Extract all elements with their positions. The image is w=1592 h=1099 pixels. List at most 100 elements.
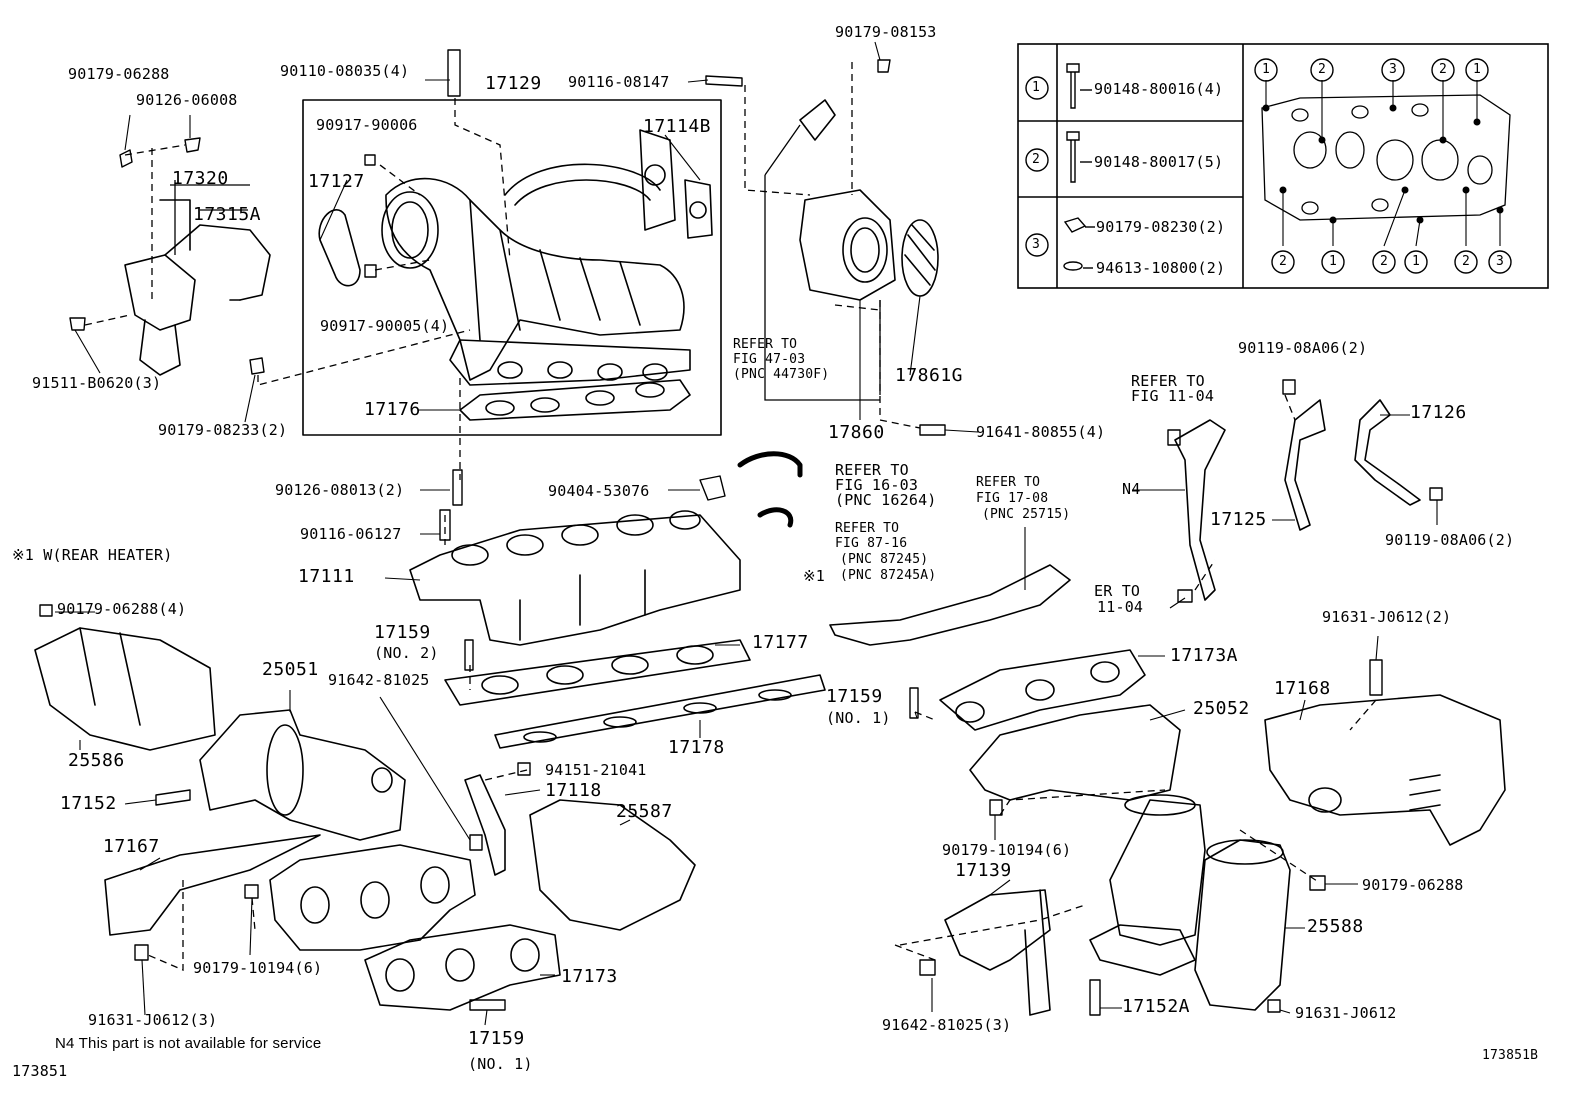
bracket-17125-shape [1284,399,1326,531]
label-17177: 17177 [752,632,809,653]
label-17118: 17118 [545,780,602,801]
label-17125: 17125 [1210,509,1267,530]
pattern-bottom-3: 2 [1380,254,1389,269]
label-17111: 17111 [298,566,355,587]
insulator-17167-shape [104,834,321,936]
throttle-body-shape [799,99,896,301]
legend-mark-1: 1 [1032,80,1041,95]
gasket-17173-shape [364,924,561,1011]
label-90179-08153: 90179-08153 [835,23,937,41]
gasket-17178-shape [494,674,826,749]
pattern-top-4: 2 [1439,62,1448,77]
bracket-17126-shape [1354,399,1421,506]
gasket-17114b-shape [639,129,713,239]
refer-fig11-partial-line2: 11-04 [1097,598,1144,616]
hose-87-16 [757,507,794,528]
pattern-bottom-6: 3 [1496,254,1505,269]
hose-16-03 [737,451,803,478]
label-90119-08a06-top: 90119-08A06(2) [1238,339,1368,357]
refer-fig17-line3: (PNC 25715) [982,507,1071,522]
legend-part-3b: 94613-10800(2) [1096,259,1226,277]
lower-intake-17111-shape [409,510,741,646]
refer-fig87-line2: FIG 87-16 [835,536,908,551]
label-91511-b0620: 91511-B0620(3) [32,374,162,392]
label-17159-no2-sub: (NO. 2) [374,644,439,662]
label-17159-no1-right: 17159 [826,686,883,707]
gasket-17173a-shape [939,649,1146,731]
exhaust-manifold-left-shape [269,844,476,951]
gasket-17127-shape [318,209,361,287]
refer-fig16-line2: FIG 16-03 [835,476,919,494]
label-17173a: 17173A [1170,645,1239,666]
label-17126: 17126 [1410,402,1467,423]
pattern-top-3: 3 [1389,62,1398,77]
legend-part-3a: 90179-08230(2) [1096,218,1226,236]
refer-fig11-line2: FIG 11-04 [1131,387,1215,405]
label-n4: N4 [1122,480,1141,498]
figure-id-left: 173851 [12,1062,68,1080]
insulator-25587-shape [529,799,696,931]
rear-heater-note: ※1 W(REAR HEATER) [12,546,173,564]
bolt-pattern-leaders [1265,80,1501,247]
insulator-17139-shape [944,889,1051,971]
label-90917-90005: 90917-90005(4) [320,317,450,335]
figure-id-right: 173851B [1482,1048,1539,1063]
label-90116-06127: 90116-06127 [300,525,402,543]
gasket-17177-shape [444,639,751,706]
gasket-17861g-shape [901,219,939,297]
refer-fig17-line1: REFER TO [976,475,1041,490]
fastener-shapes [39,49,1443,1016]
refer-fig16-line1: REFER TO [835,461,909,479]
label-90917-90006: 90917-90006 [316,116,418,134]
label-90110-08035: 90110-08035(4) [280,62,410,80]
label-91631-j0612-3: 91631-J0612(3) [88,1011,218,1029]
gasket-17176-shape [459,379,691,421]
converter-25588-shape [1194,839,1291,1011]
legend-part-1: 90148-80016(4) [1094,80,1224,98]
label-90126-08013: 90126-08013(2) [275,481,405,499]
label-17860: 17860 [828,422,885,443]
label-94151-21041: 94151-21041 [545,761,647,779]
label-17315a: 17315A [193,204,262,225]
label-90116-08147: 90116-08147 [568,73,670,91]
refer-fig47-line1: REFER TO [733,337,798,352]
label-91631-j0612: 91631-J0612 [1295,1004,1397,1022]
intake-assembly-frame [302,99,722,436]
label-17159-no2: 17159 [374,622,431,643]
label-90179-08233: 90179-08233(2) [158,421,288,439]
bolt-pattern-drawing [1261,94,1511,221]
insulator-25586-shape [34,627,216,751]
legend-circles [1025,58,1512,274]
label-17178: 17178 [668,737,725,758]
label-17139: 17139 [955,860,1012,881]
label-17152a: 17152A [1122,996,1191,1017]
label-17127: 17127 [308,171,365,192]
label-17320: 17320 [172,168,229,189]
refer-fig87-line1: REFER TO [835,521,900,536]
legend-mark-2: 2 [1032,152,1041,167]
label-25586: 25586 [68,750,125,771]
refer-fig87-line4: (PNC 87245A) [840,568,937,583]
refer-fig47-line3: (PNC 44730F) [733,367,830,382]
label-17176: 17176 [364,399,421,420]
label-90404-53076: 90404-53076 [548,482,650,500]
exhaust-manifold-right-shape [969,704,1206,976]
refer-fig11-line1: REFER TO [1131,372,1205,390]
label-25052: 25052 [1193,698,1250,719]
legend-table-frame [1017,43,1549,289]
legend-part-2: 90148-80017(5) [1094,153,1224,171]
label-91642-81025: 91642-81025 [328,671,430,689]
n4-footnote: N4 This part is not available for servic… [55,1035,322,1052]
label-17173: 17173 [561,966,618,987]
air-valve-17320-shape [124,199,271,376]
label-91641-80855: 91641-80855(4) [976,423,1106,441]
label-17168: 17168 [1274,678,1331,699]
label-90179-10194-right: 90179-10194(6) [942,841,1072,859]
pattern-top-1: 1 [1262,62,1271,77]
bracket-n4-shape [1174,419,1226,601]
refer-fig11-partial-line1: ER TO [1094,582,1141,600]
label-17167: 17167 [103,836,160,857]
label-25587: 25587 [616,801,673,822]
